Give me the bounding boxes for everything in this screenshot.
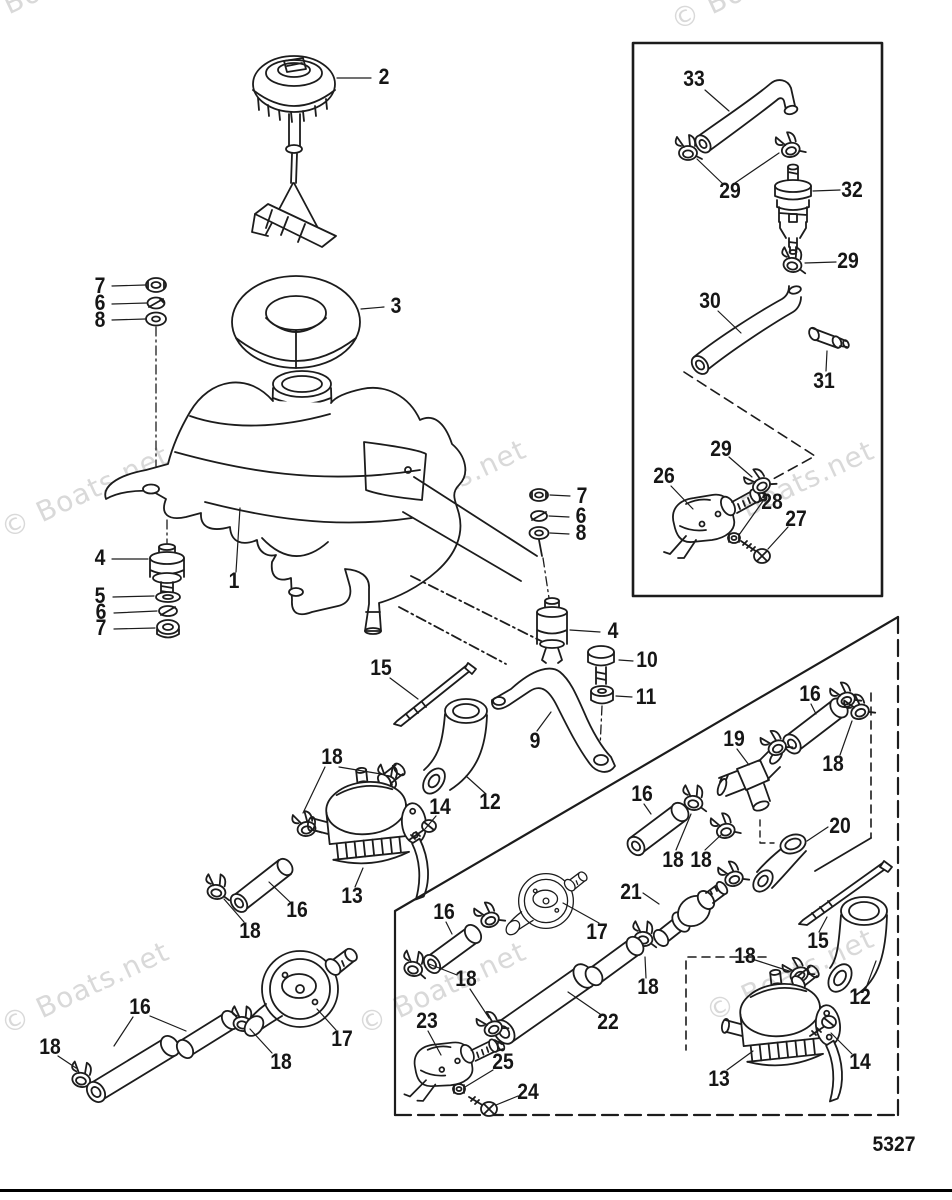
bottom-left-fuel-line-group bbox=[66, 945, 361, 1103]
bottom-rule bbox=[0, 1189, 952, 1192]
left-fuel-pump-group bbox=[202, 662, 488, 913]
hardware-mount-bottom-left bbox=[149, 519, 185, 639]
leader-lines bbox=[57, 77, 877, 1106]
hardware-nut-washer-top-left bbox=[145, 277, 167, 467]
bracket-bolt-group bbox=[491, 645, 616, 773]
detail-box-top-right bbox=[631, 41, 884, 598]
fuel-cap-and-float bbox=[251, 55, 337, 248]
remote-tank-line-region bbox=[393, 615, 900, 1117]
figure-number: 5327 bbox=[872, 1133, 916, 1156]
filler-seal-ring bbox=[231, 275, 361, 369]
fuel-tank bbox=[104, 381, 467, 635]
hardware-nut-washer-right bbox=[528, 488, 568, 664]
frame-phantom-lines bbox=[398, 476, 550, 665]
